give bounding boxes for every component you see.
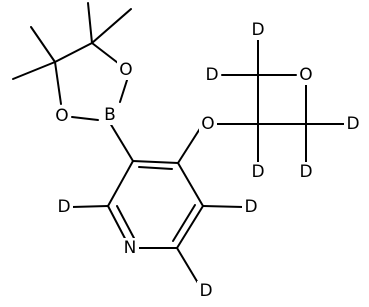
oxetane-oxygen-label: O <box>299 65 312 85</box>
bond-c3-c4-double <box>138 166 173 170</box>
atom-boronate-oxygen-top: O <box>117 60 135 80</box>
bond-c4-c5 <box>177 162 204 207</box>
bond-methyl-1 <box>87 2 93 44</box>
boronate-oxygen-left-label: O <box>55 106 68 126</box>
bond-o-left-b <box>71 116 99 121</box>
bond-methyl-2 <box>91 8 132 44</box>
deuterium-oxetane-c3-label: D <box>251 162 264 182</box>
deuterium-oxetane-left-label: D <box>205 65 218 85</box>
bond-b-c3 <box>109 122 134 162</box>
bond-c2-c3 <box>107 160 134 207</box>
bonds <box>12 2 345 284</box>
bond-pinacol-c-c <box>54 42 93 63</box>
atom-deuterium-pyridine-2: D <box>55 197 73 217</box>
bond-c5-d <box>202 205 244 208</box>
bond-n-c2-double <box>116 205 136 241</box>
atom-oxetane-oxygen: O <box>297 65 315 85</box>
atom-boron: B <box>101 105 118 125</box>
deuterium-oxetane-right-label: D <box>346 114 359 134</box>
bond-c3-c4 <box>132 160 179 164</box>
atom-deuterium-oxetane-c3: D <box>249 162 267 182</box>
bond-c2-d <box>71 205 109 208</box>
atom-ether-oxygen: O <box>199 114 217 134</box>
bond-methyl-3 <box>30 26 56 63</box>
bond-b-o-top <box>119 76 129 103</box>
boron-label: B <box>104 105 116 125</box>
deuterium-oxetane-bottom-label: D <box>299 162 312 182</box>
nitrogen-label: N <box>124 238 137 258</box>
atom-deuterium-oxetane-right: D <box>344 114 362 134</box>
bond-c-pinacol-left-o-left <box>54 61 62 105</box>
atom-deuterium-pyridine-6: D <box>197 281 215 301</box>
atom-deuterium-oxetane-left: D <box>203 65 221 85</box>
deuterium-oxetane-top-label: D <box>251 20 264 40</box>
bond-o-top-c-pinacol-right <box>91 42 119 64</box>
ether-oxygen-label: O <box>201 114 214 134</box>
deuterium-pyridine-6-label: D <box>199 281 212 301</box>
atom-labels: B O O O O N D D <box>53 20 362 301</box>
bond-methyl-4 <box>12 61 56 80</box>
bond-c4-o-ether <box>177 126 202 164</box>
deuterium-pyridine-2-label: D <box>57 197 70 217</box>
atom-deuterium-pyridine-5: D <box>242 197 260 217</box>
deuterium-pyridine-5-label: D <box>244 197 257 217</box>
bond-c5-c6-double <box>172 204 196 242</box>
atom-boronate-oxygen-left: O <box>53 106 71 126</box>
boronate-oxygen-top-label: O <box>119 60 132 80</box>
bond-c5-c6 <box>176 205 204 249</box>
bond-c6-d <box>176 247 199 284</box>
atom-deuterium-oxetane-bottom: D <box>297 162 315 182</box>
atom-deuterium-oxetane-top: D <box>249 20 267 40</box>
atom-nitrogen: N <box>121 238 139 258</box>
